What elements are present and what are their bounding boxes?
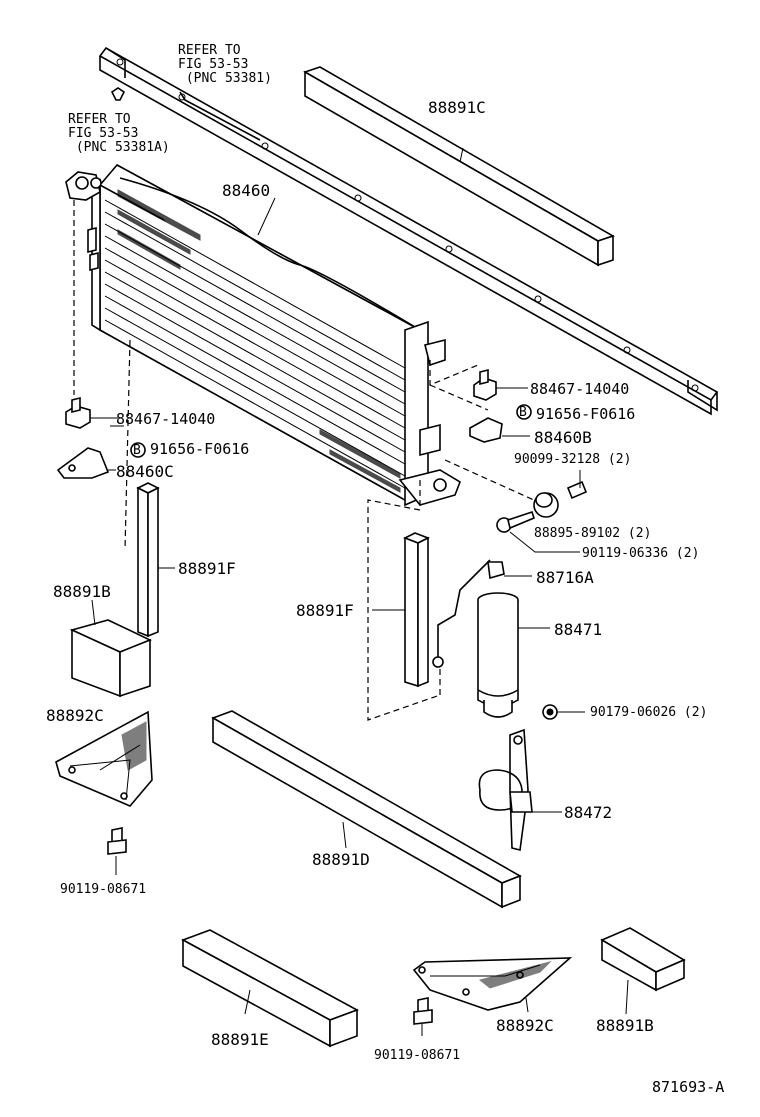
bolt-90119-08671-top <box>107 827 127 875</box>
reference-note-left: REFER TO FIG 53-53 (PNC 53381A) <box>68 113 170 155</box>
cushion-88895 <box>533 492 559 518</box>
receiver-88471 <box>477 592 550 718</box>
seal-88891F-mid <box>372 532 430 688</box>
mount-rubber-left <box>65 396 118 429</box>
part-label-88467-right: 88467-14040 <box>530 380 630 398</box>
part-label-88891B-bottom: 88891B <box>596 1016 654 1035</box>
bracket-88892C-bottom <box>412 957 573 1013</box>
washer-right <box>516 404 532 420</box>
bracket-88460C <box>56 447 116 479</box>
seal-88891B-bottom <box>600 927 686 1015</box>
part-label-90119-06336: 90119-06336 (2) <box>582 546 700 561</box>
mount-rubber-right <box>473 368 528 401</box>
part-label-90099: 90099-32128 (2) <box>514 452 632 467</box>
seal-88891F-left <box>136 482 175 638</box>
washer-symbol-right: B <box>519 405 527 420</box>
part-label-91656-right: 91656-F0616 <box>536 405 636 423</box>
part-label-88460: 88460 <box>222 181 271 200</box>
washer-symbol-left: B <box>133 443 141 458</box>
ref-line: (PNC 53381A) <box>68 140 170 155</box>
part-label-88891D: 88891D <box>312 850 370 869</box>
upper-seal-rail <box>98 46 719 416</box>
ref-line: FIG 53-53 <box>68 126 139 141</box>
part-label-88891C: 88891C <box>428 98 486 117</box>
part-label-88472: 88472 <box>564 803 613 822</box>
part-label-88892C-bottom: 88892C <box>496 1016 554 1035</box>
bolt-90119-06336 <box>496 510 580 553</box>
part-label-88891E: 88891E <box>211 1030 269 1049</box>
seal-88891B-top <box>69 599 152 698</box>
part-label-88891B-top: 88891B <box>53 582 111 601</box>
part-label-88716A: 88716A <box>536 568 594 587</box>
part-label-90179: 90179-06026 (2) <box>590 705 708 720</box>
bolt-90119-08671-bottom <box>413 997 433 1036</box>
clip-top <box>110 87 126 101</box>
part-label-88460B: 88460B <box>534 428 592 447</box>
bracket-88460B <box>469 417 530 443</box>
ref-line: FIG 53-53 <box>178 57 249 72</box>
part-label-90119-08671-bottom: 90119-08671 <box>374 1048 461 1063</box>
part-label-88460C: 88460C <box>116 462 174 481</box>
part-label-88891F-mid: 88891F <box>296 601 354 620</box>
bracket-88892C-top <box>55 710 153 807</box>
seal-88891C <box>303 66 615 267</box>
figure-id: 871693-A <box>652 1078 725 1096</box>
part-label-88895: 88895-89102 (2) <box>534 526 652 541</box>
part-label-91656-left: 91656-F0616 <box>150 440 250 458</box>
reference-note-top: REFER TO FIG 53-53 (PNC 53381) <box>178 44 272 86</box>
condenser-88460 <box>65 163 461 507</box>
washer-left <box>130 442 146 458</box>
bolt-90099 <box>566 470 588 500</box>
seal-88891E <box>181 929 359 1048</box>
ref-line: REFER TO <box>178 43 241 58</box>
bracket-88472 <box>478 728 562 851</box>
ref-line: REFER TO <box>68 112 131 127</box>
part-label-88891F-left: 88891F <box>178 559 236 578</box>
nut-90179 <box>542 704 585 720</box>
pipe-88716A <box>432 559 532 668</box>
part-label-88471: 88471 <box>554 620 603 639</box>
part-label-90119-08671-top: 90119-08671 <box>60 882 147 897</box>
seal-88891D <box>211 710 522 909</box>
part-label-88892C-top: 88892C <box>46 706 104 725</box>
ref-line: (PNC 53381) <box>178 71 272 86</box>
part-label-88467-left: 88467-14040 <box>116 410 216 428</box>
